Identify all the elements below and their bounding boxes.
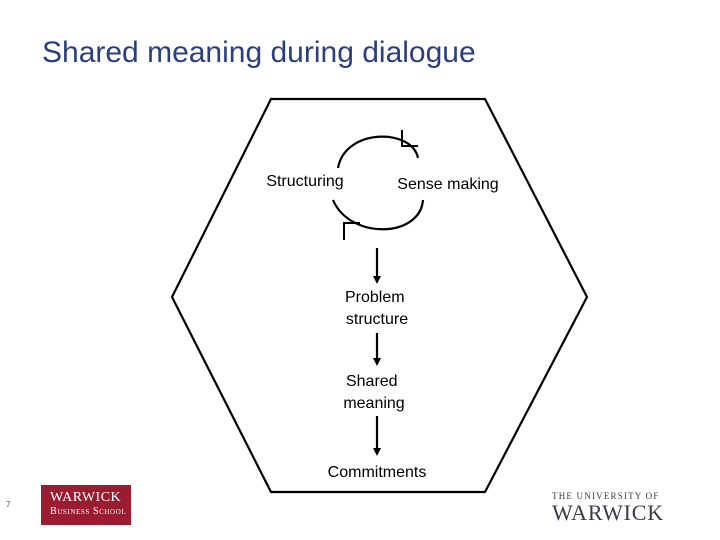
slide-title: Shared meaning during dialogue bbox=[42, 36, 476, 69]
cycle-arc-top bbox=[336, 135, 420, 169]
problem-structure-line-1: Problem bbox=[345, 289, 405, 306]
cycle-arc-bottom bbox=[331, 199, 425, 231]
university-of-warwick-logo: THE UNIVERSITY OF WARWICK bbox=[552, 490, 664, 526]
uni-logo-line-2: WARWICK bbox=[552, 500, 664, 525]
wbs-logo-line-2: Business School bbox=[50, 506, 127, 517]
cycle-arrow-tick-right bbox=[401, 130, 418, 147]
wbs-logo-line-1: WARWICK bbox=[50, 490, 122, 505]
uni-logo-line-1: THE UNIVERSITY OF bbox=[552, 491, 660, 501]
problem-structure-label: Problem structure bbox=[345, 289, 409, 328]
problem-structure-line-2: structure bbox=[346, 311, 408, 328]
shared-meaning-label: Shared meaning bbox=[343, 373, 404, 412]
structuring-label: Structuring bbox=[266, 173, 343, 190]
shared-meaning-line-1: Shared bbox=[346, 373, 398, 390]
shared-meaning-line-2: meaning bbox=[343, 395, 404, 412]
page-number: 7 bbox=[6, 500, 11, 509]
hexagon-boundary bbox=[170, 97, 589, 494]
sense-making-label: Sense making bbox=[397, 176, 498, 193]
commitments-label: Commitments bbox=[328, 464, 427, 481]
cycle-arrow-tick-left bbox=[343, 222, 360, 240]
warwick-business-school-logo: WARWICK Business School bbox=[41, 485, 131, 525]
